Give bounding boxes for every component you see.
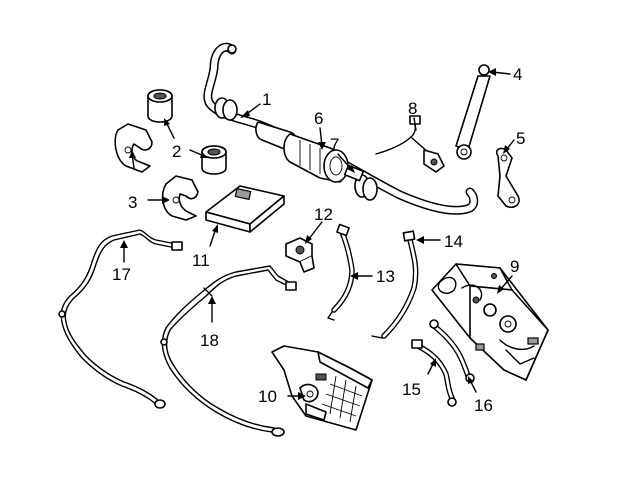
control-module (205, 185, 285, 233)
callout-8: 8 (408, 99, 417, 118)
hose-15 (411, 339, 457, 407)
stabilizer-bar (203, 42, 479, 215)
bushing-upper (147, 89, 173, 123)
callout-1: 1 (262, 90, 271, 109)
pressure-sensor (285, 237, 315, 273)
pipe-18 (160, 265, 297, 437)
pipe-17 (58, 229, 183, 409)
callout-16: 16 (474, 396, 493, 415)
callout-5: 5 (516, 129, 525, 148)
callout-2: 2 (172, 142, 181, 161)
bushing-lower (201, 145, 227, 175)
callout-10: 10 (258, 387, 277, 406)
callout-4: 4 (513, 65, 522, 84)
sensor-harness (375, 115, 445, 173)
callout-3: 3 (128, 193, 137, 212)
callout-labels: 1 2 3 4 5 6 7 8 9 10 11 12 13 14 15 16 1… (112, 65, 525, 415)
hose-13 (327, 223, 355, 321)
leader-lines (120, 68, 515, 400)
stabilizer-actuator (255, 121, 365, 183)
callout-9: 9 (510, 257, 519, 276)
bracket-lower (161, 175, 199, 221)
link-bracket (495, 147, 520, 209)
reservoir-bracket (271, 345, 373, 431)
callout-7: 7 (330, 135, 339, 154)
callout-13: 13 (376, 267, 395, 286)
callout-11: 11 (192, 251, 210, 270)
callout-6: 6 (314, 109, 323, 128)
valve-block (431, 263, 549, 381)
callout-14: 14 (444, 232, 463, 251)
callout-12: 12 (314, 205, 333, 224)
stabilizer-link (455, 64, 491, 160)
hose-14 (371, 230, 419, 339)
callout-18: 18 (200, 331, 219, 350)
callout-15: 15 (402, 380, 421, 399)
callout-17: 17 (112, 265, 131, 284)
